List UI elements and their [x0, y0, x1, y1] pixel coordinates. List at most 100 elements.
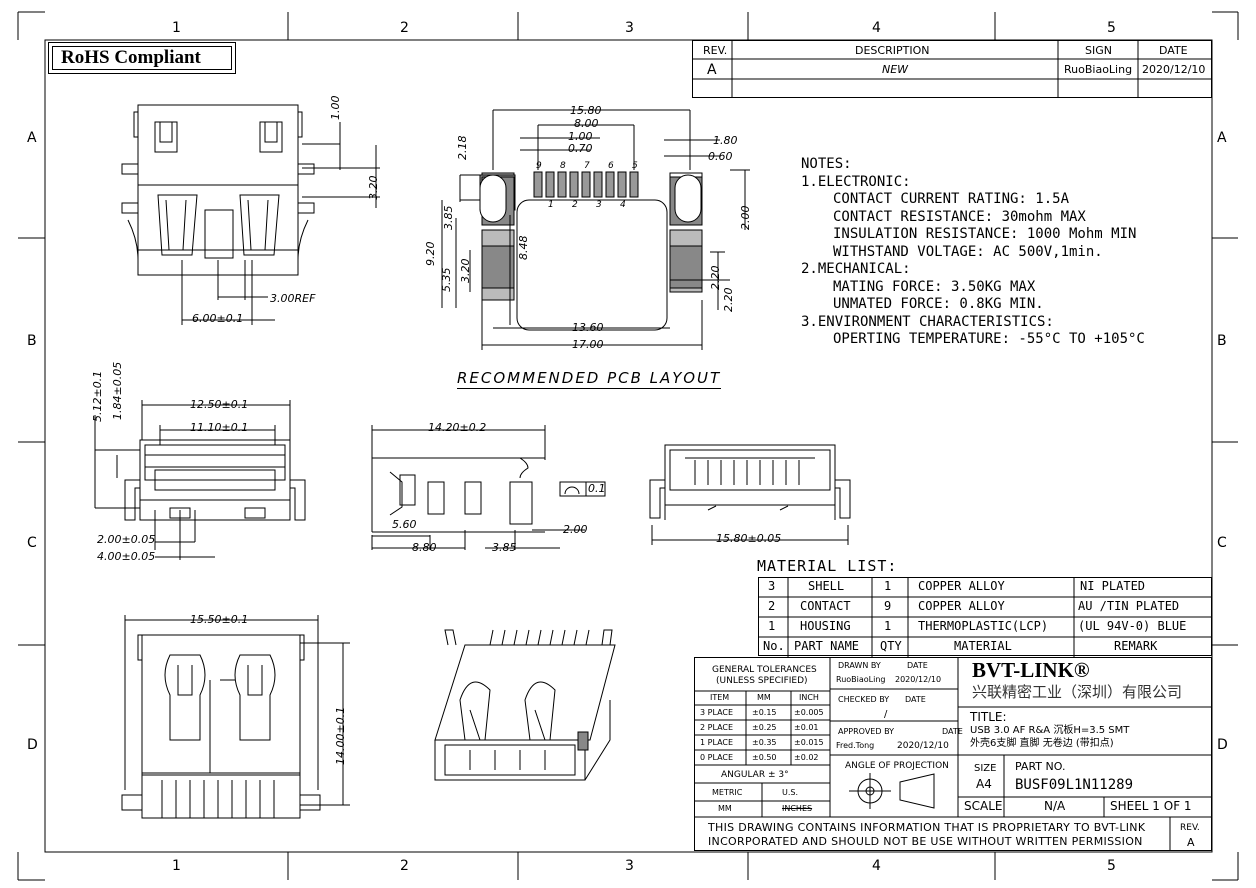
dim-pcb-2-20: 2.20 — [709, 265, 722, 291]
dim-pcb-3-85: 3.85 — [442, 205, 455, 231]
sign-value: RuoBiaoLing — [1064, 63, 1133, 76]
note-item: WITHSTAND VOLTAGE: AC 500V,1min. — [833, 243, 1103, 260]
dim-front-3-20: 3.20 — [367, 175, 380, 201]
dim-pcb-8-00: 8.00 — [574, 117, 599, 130]
frame-col-label: 3 — [625, 858, 634, 874]
material-cell: COPPER ALLOY — [918, 599, 1005, 613]
proprietary-line-2: INCORPORATED AND SHOULD NOT BE USE WITHO… — [708, 835, 1143, 848]
rohs-label: RoHS Compliant — [61, 47, 201, 68]
frame-col-label: 4 — [872, 858, 881, 874]
date-header: DATE — [1159, 44, 1188, 57]
material-cell: CONTACT — [800, 599, 851, 613]
approved-name: Fred.Tong — [836, 741, 875, 750]
frame-row-label: D — [27, 737, 38, 753]
tol-metric: METRIC — [712, 788, 743, 797]
dim-mid-2-00: 2.00±0.05 — [97, 533, 156, 546]
material-cell: 3 — [768, 579, 776, 593]
dim-front-3ref: 3.00REF — [270, 292, 316, 305]
dim-pcb-13-60: 13.60 — [572, 321, 604, 334]
desc-value: NEW — [882, 63, 909, 76]
checked-date-label: DATE — [905, 695, 926, 704]
frame-col-label: 1 — [172, 858, 181, 874]
tol-cell: ±0.02 — [794, 753, 819, 762]
dim-pcb-1-00: 1.00 — [568, 130, 593, 143]
tol-col: ITEM — [710, 693, 730, 702]
company-logo: BVT-LINK® — [972, 658, 1090, 682]
frame-col-label: 2 — [400, 20, 409, 36]
material-cell: NI PLATED — [1080, 579, 1146, 593]
material-cell: THERMOPLASTIC(LCP) — [918, 619, 1049, 633]
material-header: MATERIAL — [954, 639, 1012, 653]
scale-value: N/A — [1044, 799, 1066, 813]
dim-side-5-60: 5.60 — [392, 518, 417, 531]
scale-label: SCALE — [964, 799, 1003, 813]
approved-date: 2020/12/10 — [897, 741, 949, 751]
tol-cell: ±0.50 — [752, 753, 777, 762]
rev-value: A — [1187, 836, 1195, 849]
dim-rear-15-80: 15.80±0.05 — [716, 532, 782, 545]
tol-cell: ±0.015 — [794, 738, 824, 747]
dim-pcb-9-20: 9.20 — [424, 241, 437, 267]
title-block — [694, 657, 1212, 851]
frame-col-label: 1 — [172, 20, 181, 36]
frame-row-label: C — [1217, 535, 1227, 551]
drawn-date: 2020/12/10 — [895, 675, 942, 684]
tol-cell: ±0.35 — [752, 738, 777, 747]
size-value: A4 — [976, 777, 992, 791]
material-cell: COPPER ALLOY — [918, 579, 1005, 593]
bottom-view — [121, 615, 350, 819]
material-cell: 1 — [884, 579, 892, 593]
frame-col-label: 5 — [1107, 20, 1116, 36]
title-line-2: 外壳6支脚 直脚 无卷边 (带扣点) — [970, 738, 1114, 749]
drawn-name: RuoBiaoLing — [836, 675, 886, 684]
frame-row-label: A — [1217, 130, 1227, 146]
title-line-1: USB 3.0 AF R&A 沉板H=3.5 SMT — [970, 725, 1130, 736]
tol-cell: 3 PLACE — [700, 708, 734, 717]
material-title: MATERIAL LIST: — [757, 557, 898, 575]
material-cell: AU /TIN PLATED — [1078, 599, 1180, 613]
dim-pcb-3-20: 3.20 — [459, 258, 472, 284]
dim-mid-12-50: 12.50±0.1 — [190, 398, 249, 411]
dim-mid-5-12: 5.12±0.1 — [91, 370, 104, 422]
rear-view — [649, 444, 851, 545]
pin-label: 8 — [560, 161, 566, 171]
tol-cell: ±0.15 — [752, 708, 777, 717]
tol-cell: 1 PLACE — [700, 738, 734, 747]
notes-heading: 1.ELECTRONIC: — [801, 173, 911, 190]
front-view-middle — [94, 400, 306, 560]
sheet-value: SHEEL 1 OF 1 — [1110, 799, 1192, 813]
projection-label: ANGLE OF PROJECTION — [845, 761, 949, 771]
pin-label: 4 — [620, 200, 626, 210]
material-cell: (UL 94V-0) BLUE — [1078, 619, 1187, 633]
dim-pcb-15-80: 15.80 — [570, 104, 602, 117]
note-item: CONTACT RESISTANCE: 30mohm MAX — [833, 208, 1086, 225]
drawn-by-label: DRAWN BY — [838, 661, 881, 670]
material-cell: 9 — [884, 599, 892, 613]
tol-cell: ±0.005 — [794, 708, 824, 717]
rohs-box: RoHS Compliant — [48, 42, 236, 74]
revision-table — [692, 40, 1212, 98]
rev-label: REV. — [1180, 823, 1200, 833]
dim-front-6: 6.00±0.1 — [192, 312, 244, 325]
dim-side-2-00: 2.00 — [563, 523, 588, 536]
pin-label: 7 — [584, 161, 590, 171]
dim-mid-1-84: 1.84±0.05 — [111, 361, 124, 420]
dim-mid-4-00: 4.00±0.05 — [97, 550, 156, 563]
material-cell: 1 — [884, 619, 892, 633]
frame-col-label: 2 — [400, 858, 409, 874]
pin-label: 6 — [608, 161, 614, 171]
dim-bot-15-50: 15.50±0.1 — [190, 613, 249, 626]
dim-pcb-17-00: 17.00 — [572, 338, 604, 351]
pin-label: 2 — [572, 200, 578, 210]
material-header: PART NAME — [794, 639, 860, 653]
isometric-view — [434, 629, 616, 781]
proprietary-line-1: THIS DRAWING CONTAINS INFORMATION THAT I… — [708, 821, 1146, 834]
dim-pcb-2-18: 2.18 — [456, 135, 469, 161]
notes-heading: 2.MECHANICAL: — [801, 261, 911, 277]
dim-front-1-00: 1.00 — [329, 95, 342, 121]
tol-cell: 0 PLACE — [700, 753, 734, 762]
company-cn: 兴联精密工业（深圳）有限公司 — [972, 685, 1183, 701]
frame-row-label: A — [27, 130, 37, 146]
material-header: REMARK — [1114, 639, 1158, 653]
